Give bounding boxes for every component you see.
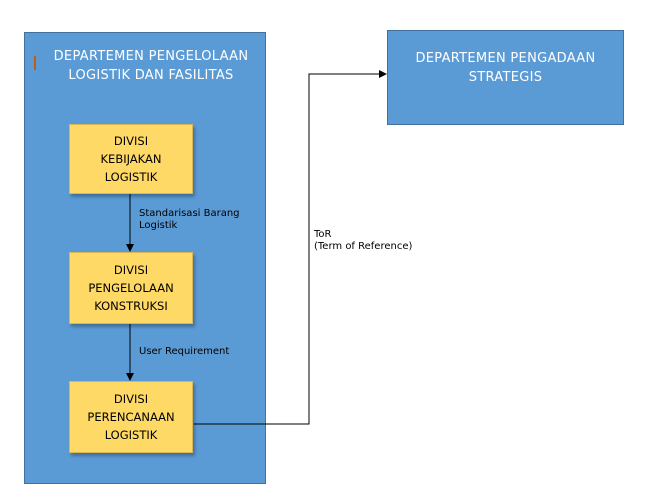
label-line: ToR [314, 229, 332, 240]
division-logistics-planning: DIVISI PERENCANAAN LOGISTIK [69, 381, 193, 453]
dept-title-line: STRATEGIS [468, 70, 543, 85]
label-line: User Requirement [139, 346, 230, 357]
dept-title-line: LOGISTIK DAN FASILITAS [68, 68, 234, 83]
label-tor: ToR (Term of Reference) [314, 229, 412, 253]
arrow-planning-to-procurement [194, 70, 387, 425]
label-line: Standarisasi Barang [139, 208, 240, 219]
division-construction-management: DIVISI PENGELOLAAN KONSTRUKSI [69, 252, 193, 324]
division-label: DIVISI PERENCANAAN LOGISTIK [75, 390, 186, 444]
dept-title-line: DEPARTEMEN PENGELOLAAN [53, 49, 249, 64]
division-label-line: DIVISI [113, 263, 149, 277]
label-line: Logistik [139, 220, 178, 231]
division-label-line: DIVISI [113, 392, 149, 406]
division-label-line: LOGISTIK [104, 428, 158, 442]
division-label-line: KONSTRUKSI [94, 299, 168, 313]
label-standardization: Standarisasi Barang Logistik [139, 208, 240, 232]
division-label-line: LOGISTIK [104, 170, 158, 184]
dept-title-line: DEPARTEMEN PENGADAAN [415, 51, 596, 66]
dept-logistics-facilities-title: DEPARTEMEN PENGELOLAAN LOGISTIK DAN FASI… [39, 47, 263, 85]
division-label-line: DIVISI KEBIJAKAN [100, 134, 162, 166]
division-label-line: PENGELOLAAN [88, 281, 174, 295]
dept-strategic-procurement: DEPARTEMEN PENGADAAN STRATEGIS [387, 30, 624, 125]
division-label: DIVISI PENGELOLAAN KONSTRUKSI [76, 261, 185, 315]
label-line: (Term of Reference) [314, 241, 413, 252]
title-marker [34, 56, 36, 70]
dept-strategic-procurement-title: DEPARTEMEN PENGADAAN STRATEGIS [388, 49, 623, 87]
division-label-line: PERENCANAAN [87, 410, 175, 424]
label-user-requirement: User Requirement [139, 346, 229, 358]
division-logistics-policy: DIVISI KEBIJAKAN LOGISTIK [69, 124, 193, 194]
division-label: DIVISI KEBIJAKAN LOGISTIK [70, 132, 192, 186]
